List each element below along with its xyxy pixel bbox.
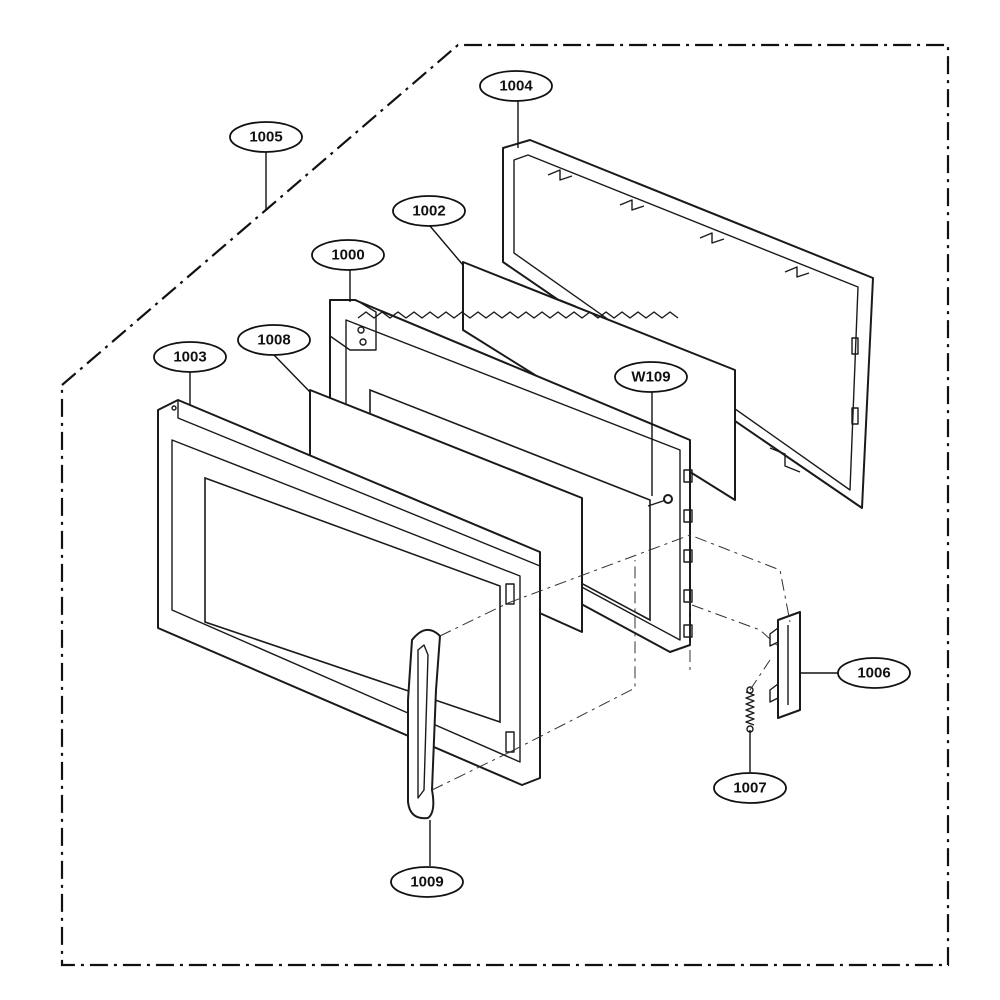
callout-label: 1000: [331, 247, 364, 264]
part-1006-latch: [769, 611, 801, 719]
callout-1008: 1008: [237, 324, 311, 356]
callout-1000: 1000: [311, 239, 385, 271]
leader-lines: [189, 101, 838, 866]
callout-1009: 1009: [390, 866, 464, 898]
callout-label: 1009: [410, 874, 443, 891]
part-1007-spring: [745, 686, 755, 733]
callout-label: W109: [631, 369, 670, 386]
callout-1005: 1005: [229, 121, 303, 153]
part-1009-handle: [407, 629, 441, 820]
callout-1006: 1006: [837, 657, 911, 689]
callout-label: 1004: [499, 78, 533, 95]
callout-1002: 1002: [392, 195, 466, 227]
callout-label: 1006: [857, 665, 890, 682]
callout-label: 1003: [173, 349, 206, 366]
callout-W109: W109: [614, 361, 688, 393]
callout-label: 1005: [249, 129, 282, 146]
part-W109-screw: [647, 494, 673, 507]
callout-1007: 1007: [713, 772, 787, 804]
callout-1003: 1003: [153, 341, 227, 373]
callout-label: 1007: [733, 780, 766, 797]
assembly-boundary: [60, 43, 950, 967]
callout-label: 1002: [412, 203, 445, 220]
callout-1004: 1004: [479, 70, 553, 102]
assembly-lines: [431, 534, 791, 791]
callout-label: 1008: [257, 332, 290, 349]
